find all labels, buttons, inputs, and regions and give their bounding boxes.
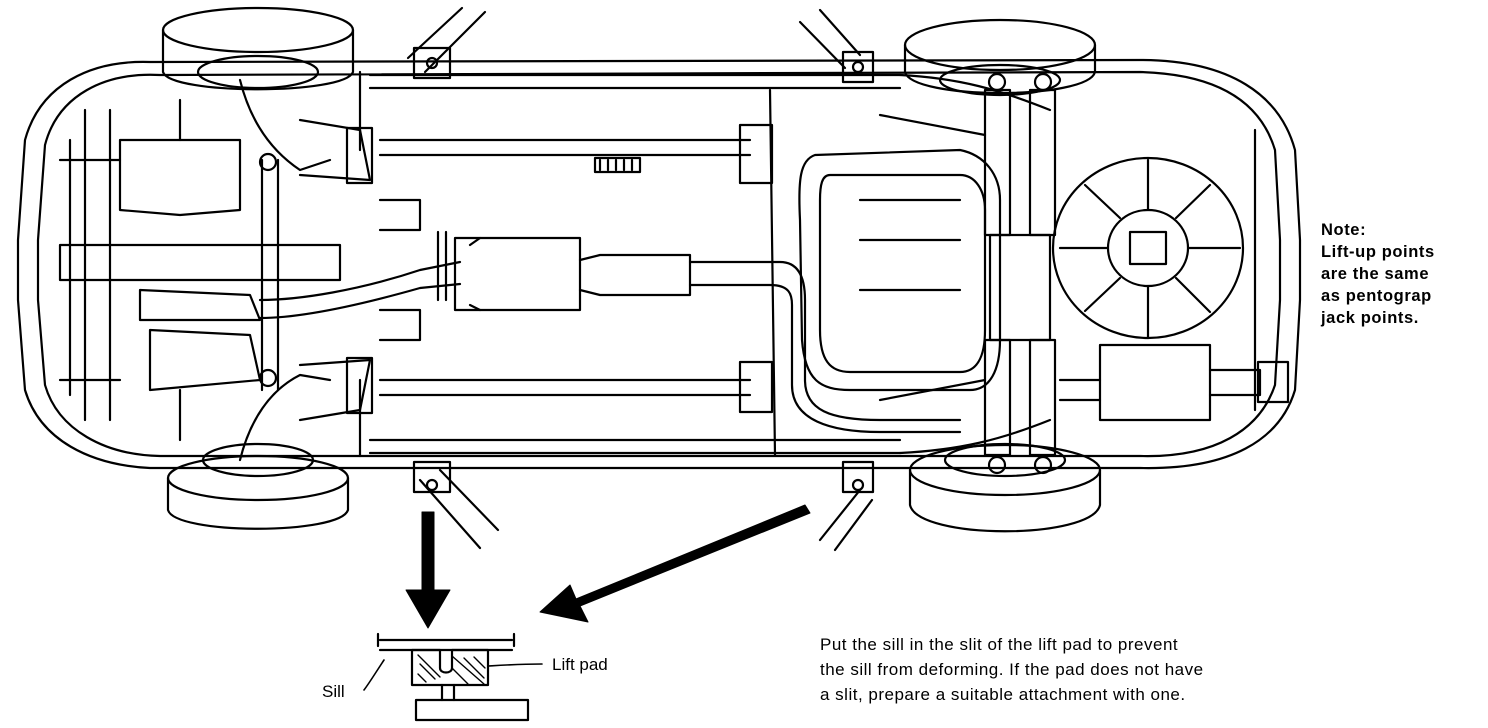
sill-label: Sill — [322, 682, 345, 701]
spare-tire — [1051, 156, 1245, 340]
front-right-wheel — [166, 442, 350, 530]
exhaust-system — [258, 230, 962, 434]
note-line: jack points. — [1321, 309, 1419, 327]
rear-muffler — [1058, 343, 1290, 422]
instruction-line: a slit, prepare a suitable attachment wi… — [820, 685, 1186, 704]
side-sills — [368, 73, 1052, 455]
lift-point-front-right — [412, 460, 452, 494]
front-left-wheel — [161, 6, 355, 91]
pointer-arrows — [405, 504, 811, 629]
car-body-outline — [16, 58, 1302, 470]
note-title: Note: — [1321, 221, 1367, 239]
center-bars — [378, 88, 777, 457]
note-block: Note: Lift-up points are the same as pen… — [1321, 219, 1481, 329]
lift-point-rear-left — [841, 50, 875, 84]
note-line: Lift-up points — [1321, 243, 1435, 261]
rear-suspension — [878, 72, 1057, 475]
fuel-tank — [798, 148, 1002, 392]
engine-bay — [58, 78, 374, 462]
note-line: are the same — [1321, 265, 1430, 283]
down-arrow — [405, 511, 451, 629]
diagonal-arrow — [539, 504, 811, 623]
sill-liftpad-detail — [363, 632, 543, 722]
instruction-line: Put the sill in the slit of the lift pad… — [820, 635, 1179, 654]
lift-pad-label: Lift pad — [552, 655, 608, 674]
note-line: as pentograp — [1321, 287, 1432, 305]
lift-base — [414, 698, 530, 722]
rear-left-wheel — [903, 18, 1097, 97]
lift-points — [412, 46, 875, 494]
instruction-block: Put the sill in the slit of the lift pad… — [820, 632, 1420, 707]
lift-point-rear-right — [841, 460, 875, 494]
rear-right-wheel — [908, 442, 1102, 533]
lift-pad — [410, 648, 490, 687]
lift-point-front-left — [412, 46, 452, 80]
instruction-line: the sill from deforming. If the pad does… — [820, 660, 1204, 679]
